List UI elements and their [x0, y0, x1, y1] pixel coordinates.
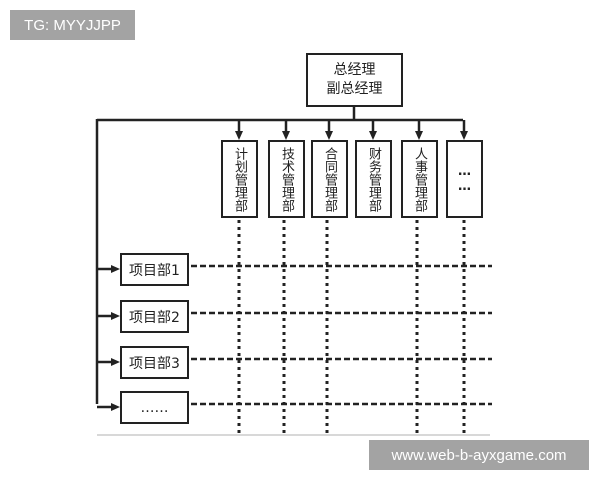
arrow-head — [111, 358, 120, 366]
arrow-head — [415, 131, 423, 140]
dept-box-more: …… — [446, 140, 483, 218]
dept-box-hr: 人事管理部 — [401, 140, 438, 218]
general-manager-box: 总经理 副总经理 — [306, 53, 403, 107]
dept-box-finance: 财务管理部 — [355, 140, 392, 218]
dept-box-contract: 合同管理部 — [311, 140, 348, 218]
project-box-1: 项目部1 — [120, 253, 189, 286]
arrow-head — [460, 131, 468, 140]
arrow-head — [111, 312, 120, 320]
arrow-head — [111, 265, 120, 273]
arrow-head — [111, 403, 120, 411]
arrow-head — [325, 131, 333, 140]
general-manager-label: 总经理 — [333, 62, 376, 78]
project-box-3: 项目部3 — [120, 346, 189, 379]
arrow-head — [369, 131, 377, 140]
arrow-head — [282, 131, 290, 140]
dept-box-technical: 技术管理部 — [268, 140, 305, 218]
watermark-top-left: TG: MYYJJPP — [10, 10, 135, 40]
arrow-head — [235, 131, 243, 140]
dept-box-planning: 计划管理部 — [221, 140, 258, 218]
project-box-more: …… — [120, 391, 189, 424]
watermark-bottom-right: www.web-b-ayxgame.com — [369, 440, 589, 470]
deputy-manager-label: 副总经理 — [326, 81, 383, 97]
project-box-2: 项目部2 — [120, 300, 189, 333]
